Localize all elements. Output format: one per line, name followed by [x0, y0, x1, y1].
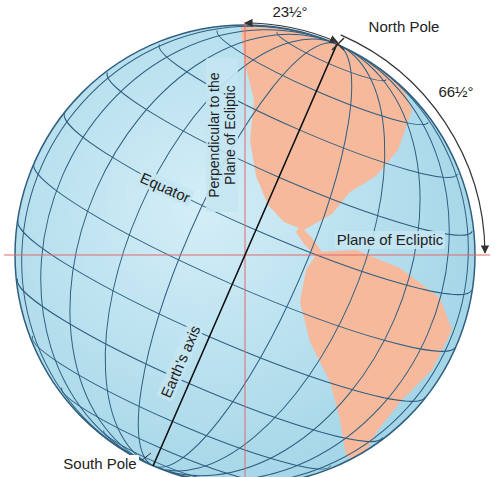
pole-label: North Pole	[367, 18, 442, 35]
angle-arc	[341, 35, 485, 253]
earth-axis-line	[153, 44, 337, 466]
line-label: Perpendicular to the Plane of Ecliptic	[206, 58, 238, 212]
angle-label: 66½°	[436, 83, 475, 100]
pole-label: South Pole	[61, 455, 138, 472]
pole-mark	[332, 38, 344, 50]
north-america	[240, 20, 412, 230]
tilt-arc	[245, 23, 338, 42]
greenland	[372, 40, 430, 92]
line-label: Plane of Ecliptic	[335, 231, 446, 248]
perpendicular-line	[245, 22, 246, 477]
angle-label: 23½°	[270, 3, 309, 20]
central-america	[296, 226, 322, 256]
leader-line	[142, 453, 151, 460]
ecliptic-line	[4, 255, 490, 256]
